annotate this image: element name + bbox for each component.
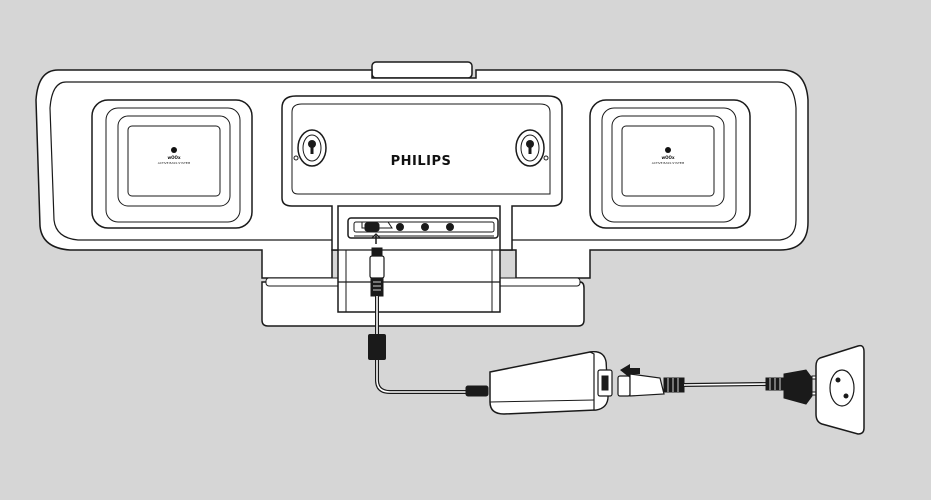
left-grille — [127, 125, 221, 197]
wall-outlet-icon — [815, 344, 865, 435]
right-grille-frame — [611, 115, 725, 207]
speaker-unit — [35, 61, 809, 327]
ferrite-core-icon — [368, 334, 386, 360]
power-adapter-icon — [465, 350, 613, 415]
right-woox-badge: wOOx ACTIVE BASS SYSTEM — [652, 147, 685, 165]
port-4 — [446, 223, 454, 231]
svg-text:wOOx: wOOx — [661, 155, 674, 160]
svg-text:ACTIVE BASS SYSTEM: ACTIVE BASS SYSTEM — [652, 161, 685, 165]
brand-label: PHILIPS — [391, 154, 452, 169]
svg-text:ACTIVE BASS SYSTEM: ACTIVE BASS SYSTEM — [158, 161, 191, 165]
center-panel-inner — [291, 103, 551, 195]
left-grille-frame — [117, 115, 231, 207]
port-3 — [421, 223, 429, 231]
port-row — [361, 221, 454, 232]
left-keyhole-mount — [297, 129, 327, 167]
right-keyhole-mount — [515, 129, 545, 167]
right-grille — [621, 125, 715, 197]
top-dock-cover — [371, 61, 473, 79]
dc-in-port — [364, 222, 380, 232]
inner-bezel — [49, 81, 797, 241]
svg-text:wOOx: wOOx — [167, 155, 180, 160]
left-panel-mid — [105, 107, 241, 223]
right-panel-mid — [601, 107, 737, 223]
left-woox-badge: wOOx ACTIVE BASS SYSTEM — [158, 147, 191, 165]
port-2 — [396, 223, 404, 231]
adapter-insert-arrow — [620, 364, 640, 378]
ac-connector — [617, 373, 685, 397]
adapter-body — [489, 350, 609, 415]
dc-cable-lower — [375, 360, 470, 394]
